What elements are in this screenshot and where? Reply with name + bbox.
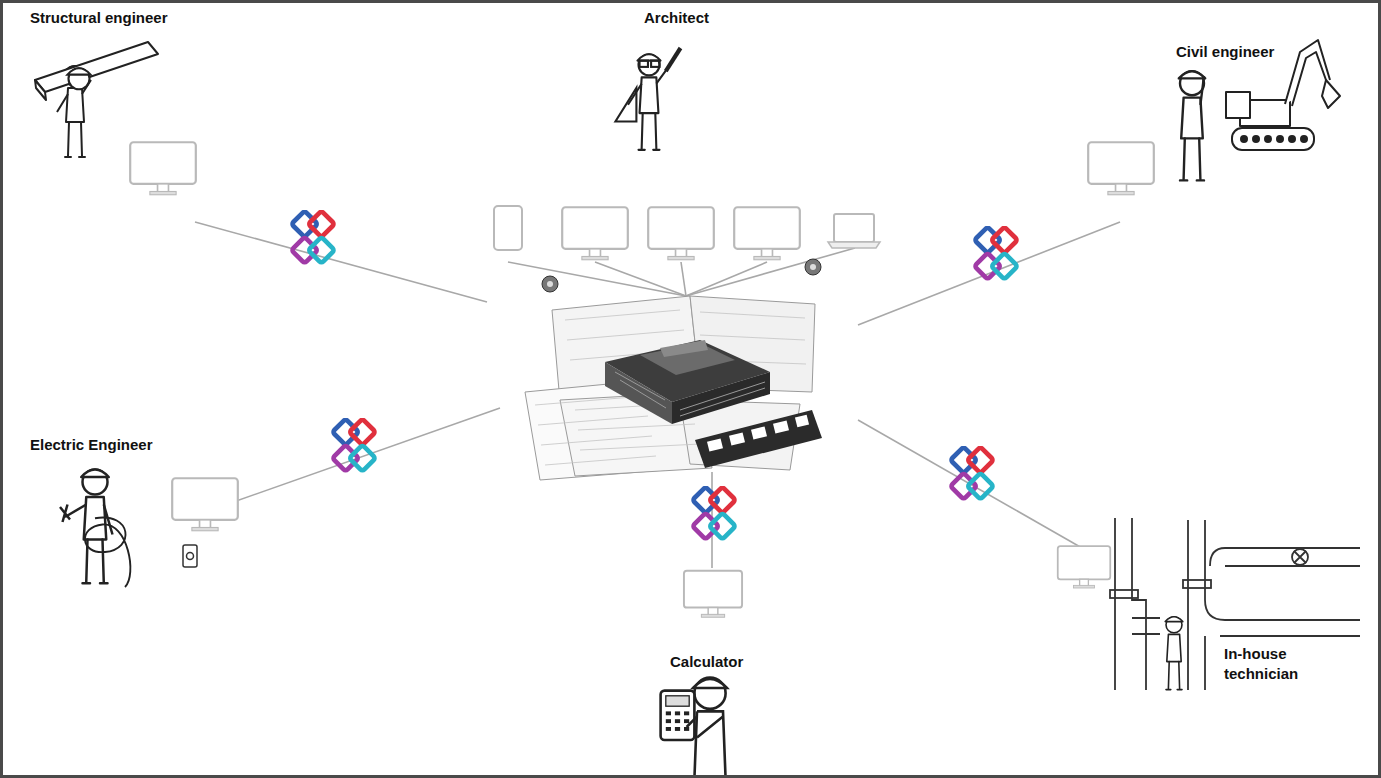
role-label: Electric Engineer bbox=[30, 435, 210, 455]
role-label: Calculator bbox=[670, 652, 790, 672]
role-label: Structural engineer bbox=[30, 8, 210, 28]
role-label: Civil engineer bbox=[1176, 42, 1316, 62]
role-label: Architect bbox=[644, 8, 764, 28]
role-label: In-house technician bbox=[1224, 644, 1316, 685]
